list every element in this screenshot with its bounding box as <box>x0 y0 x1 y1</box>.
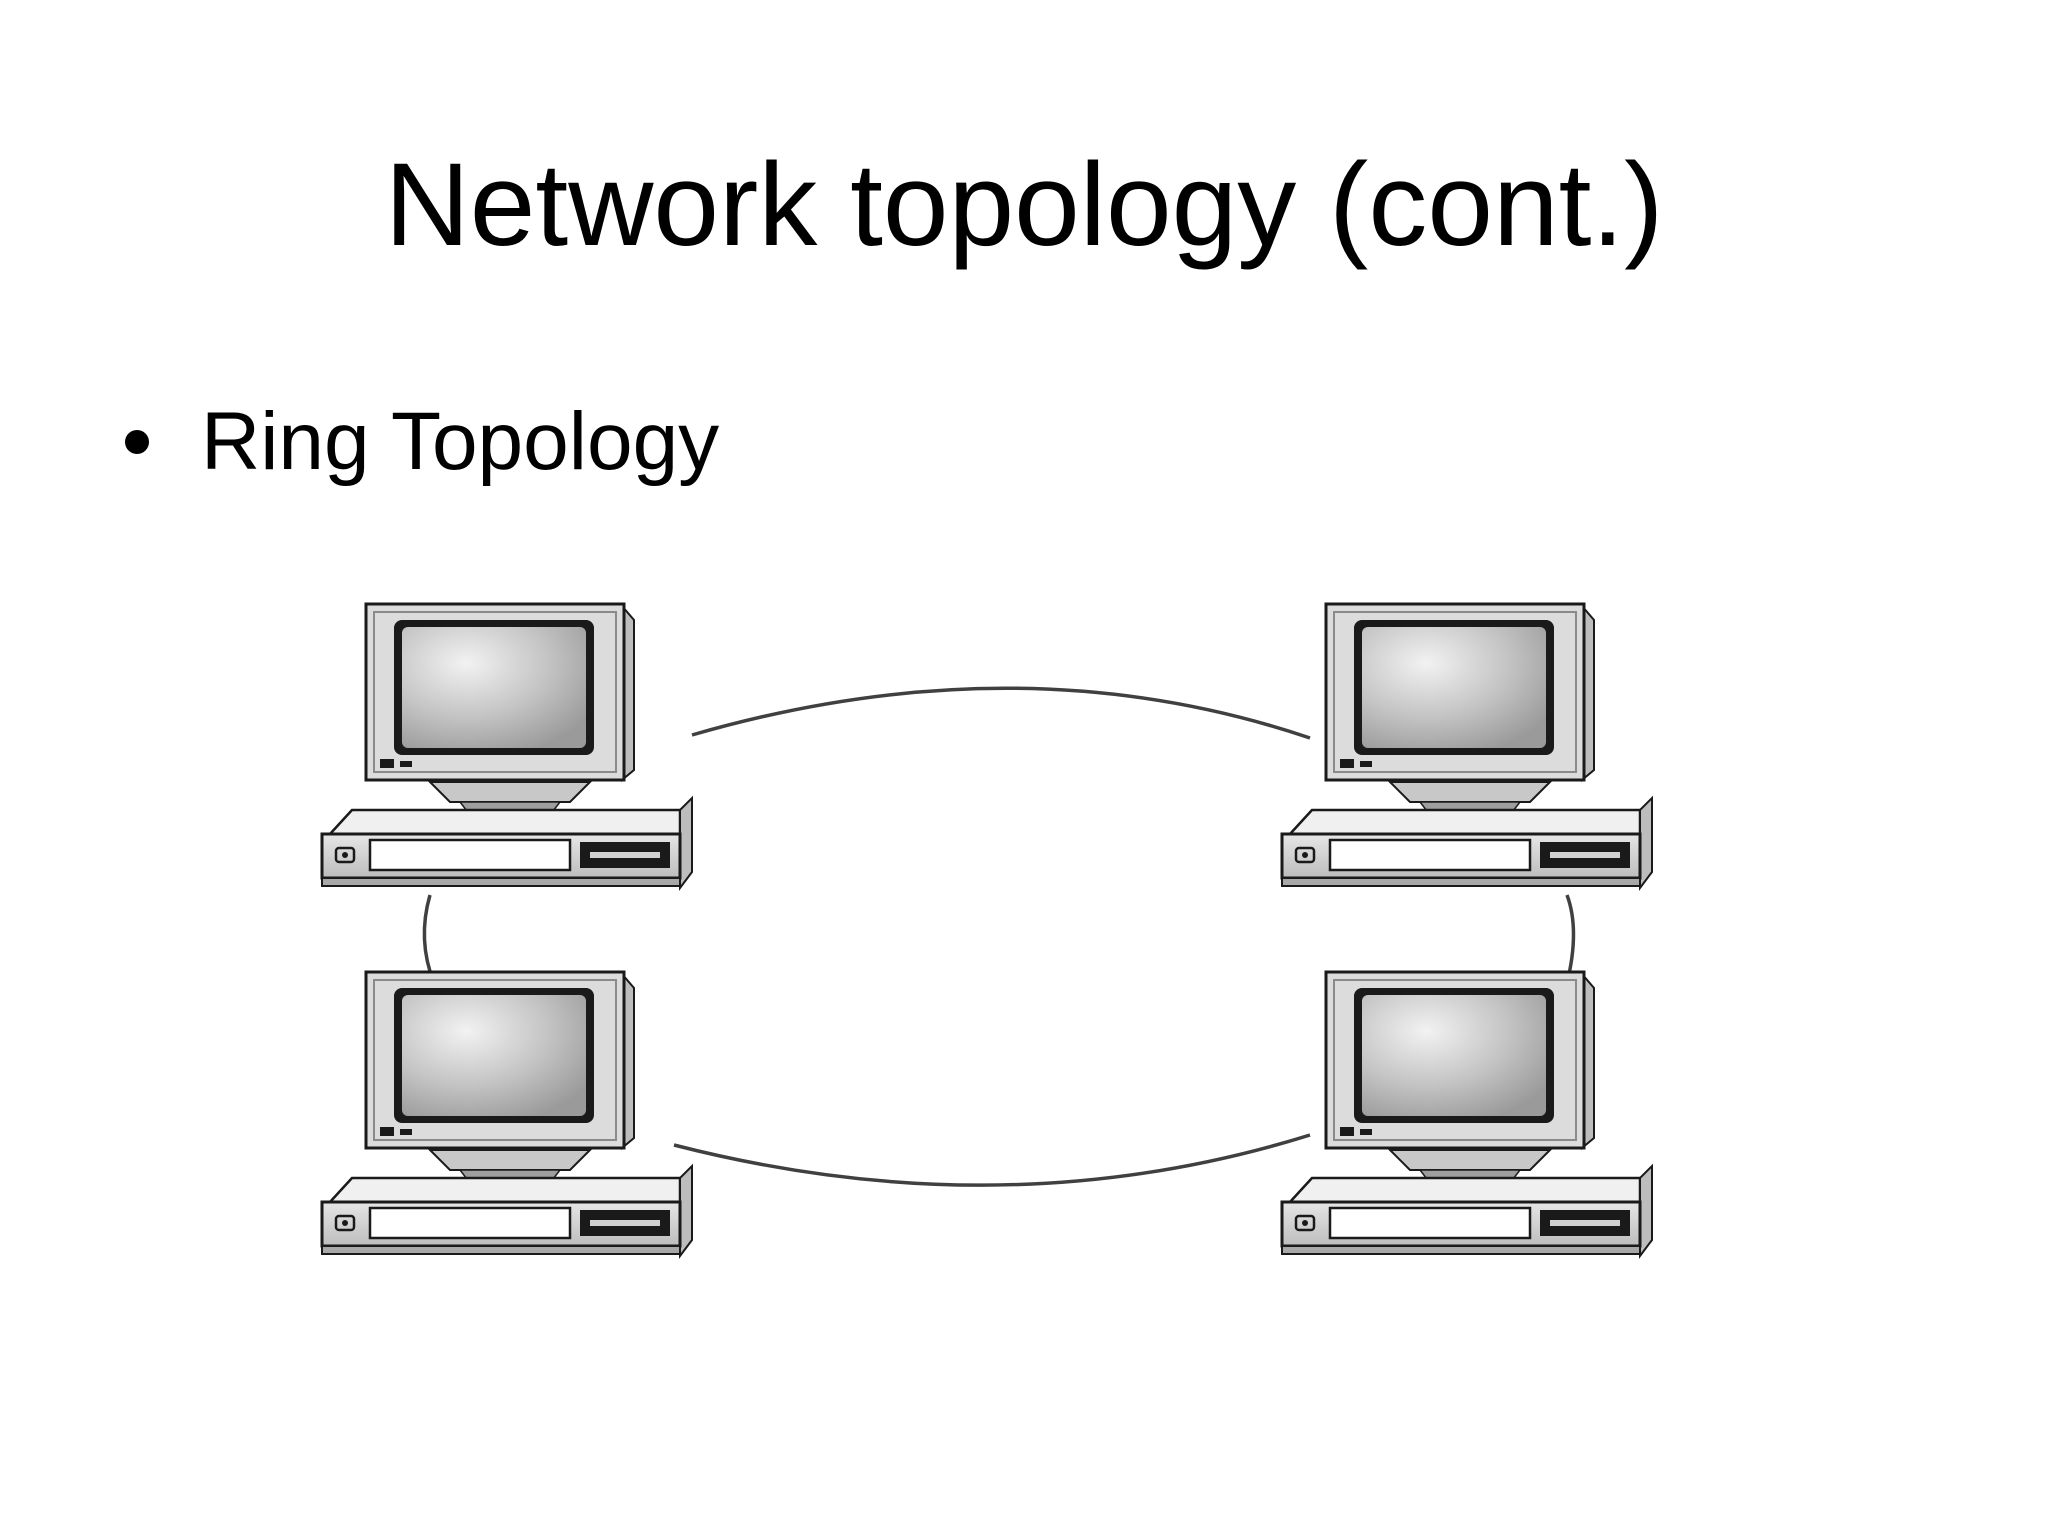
link-top <box>691 686 1311 740</box>
link-right <box>1565 894 1576 984</box>
slide-title: Network topology (cont.) <box>384 139 1664 271</box>
ring-topology-diagram <box>300 590 1720 1290</box>
computer-top-left <box>320 602 694 890</box>
computer-bottom-right <box>1280 970 1654 1258</box>
bullet-text: Ring Topology <box>201 396 720 487</box>
bullet-dot-icon <box>125 430 149 454</box>
computer-top-right <box>1280 602 1654 890</box>
computer-bottom-left <box>320 970 694 1258</box>
link-left <box>422 894 436 984</box>
bullet-item: Ring Topology <box>125 392 719 492</box>
link-bottom <box>673 1133 1311 1187</box>
